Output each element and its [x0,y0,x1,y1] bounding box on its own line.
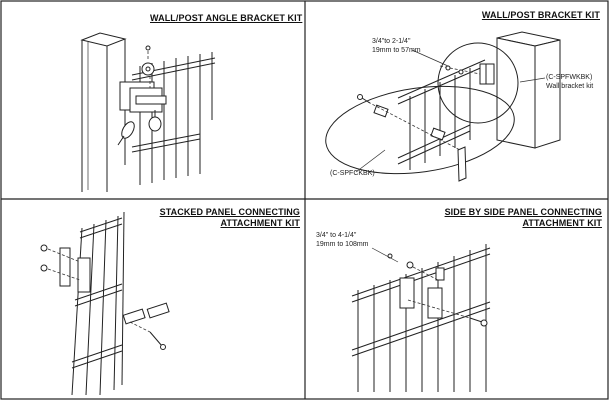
detail-circle [437,42,519,124]
wall-block [496,31,561,149]
stacked-bolts [40,244,166,350]
angle-bracket [117,45,167,146]
fence-mesh-3 [71,211,125,396]
stacked-connecting-illustration [40,211,170,396]
wall-bracket-name: Wall bracket kit [546,83,594,90]
leader-side-range [371,247,399,263]
wall-range-metric: 19mm to 57mm [372,47,421,54]
fence-mesh-2 [397,59,486,170]
wall-bracket-kit-title: WALL/POST BRACKET KIT [481,10,600,20]
square-post [80,32,127,192]
angle-bracket-kit-title: WALL/POST ANGLE BRACKET KIT [150,13,303,23]
stacked-kit-title-line2: ATTACHMENT KIT [220,218,300,228]
side-range-imperial: 3/4" to 4-1/4" [316,232,357,239]
angle-bracket-illustration [80,32,216,192]
fence-mesh-4 [351,244,491,392]
wall-bracket [439,63,495,85]
stacked-kit-title-line1: STACKED PANEL CONNECTING [159,207,300,217]
side-range-metric: 19mm to 108mm [316,241,369,248]
wall-range-imperial: 3/4"to 2-1/4" [372,38,411,45]
detail-ellipse [325,85,515,175]
stacked-clamp-plates [59,247,170,325]
side-clamp-plates [387,253,488,327]
leader-post-code [355,149,386,173]
side-kit-title-line1: SIDE BY SIDE PANEL CONNECTING [444,207,602,217]
leader-range [411,49,449,67]
post-bracket-parts [357,94,467,182]
post-bracket-code: (C-SPFCKBK) [330,170,375,177]
leader-wall-code [519,77,546,83]
side-kit-title-line2: ATTACHMENT KIT [522,218,602,228]
wall-bracket-illustration [325,31,561,182]
wall-bracket-code: (C-SPFWKBK) [546,74,593,81]
